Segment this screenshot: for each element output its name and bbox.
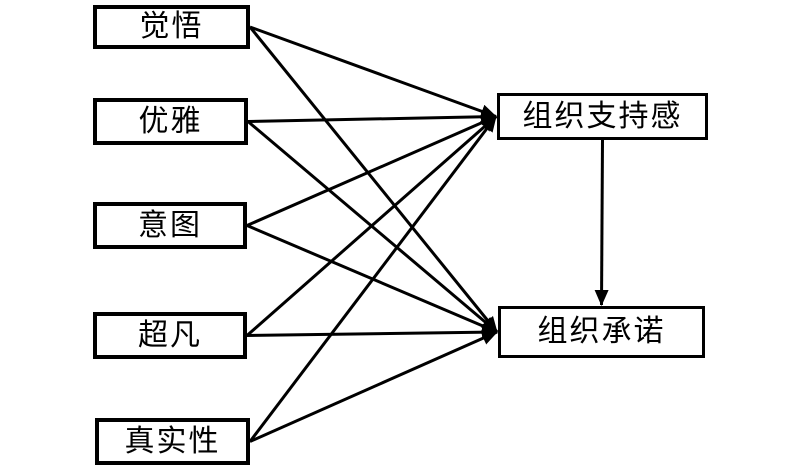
node-juewu: 觉悟 <box>93 5 250 49</box>
edge-juewu-zuzhi-zhichigan <box>249 25 497 118</box>
edge-zuzhi-zhichigan-zuzhi-chengnuo <box>594 139 609 306</box>
node-label: 真实性 <box>124 423 221 459</box>
edge-juewu-zuzhi-chengnuo <box>248 26 499 333</box>
edge-yitu-zuzhi-zhichigan <box>246 115 497 227</box>
node-label: 觉悟 <box>139 9 204 44</box>
node-label: 组织承诺 <box>537 314 666 349</box>
node-youya: 优雅 <box>93 98 248 145</box>
edge-zhenshixing-zuzhi-chengnuo <box>249 330 498 443</box>
edge-zhenshixing-zuzhi-zhichigan <box>248 115 498 443</box>
edge-chaofan-zuzhi-zhichigan <box>246 115 497 337</box>
node-label: 优雅 <box>138 103 203 139</box>
node-label: 意图 <box>138 207 202 243</box>
node-zuzhi-chengnuo: 组织承诺 <box>498 306 705 358</box>
edge-youya-zuzhi-zhichigan <box>247 109 497 124</box>
node-zhenshixing: 真实性 <box>95 418 250 465</box>
node-label: 组织支持感 <box>522 98 683 134</box>
node-yitu: 意图 <box>93 202 247 249</box>
edge-chaofan-zuzhi-chengnuo <box>246 325 498 340</box>
node-zuzhi-zhichigan: 组织支持感 <box>497 93 708 140</box>
node-chaofan: 超凡 <box>93 312 247 359</box>
node-label: 超凡 <box>138 317 202 353</box>
